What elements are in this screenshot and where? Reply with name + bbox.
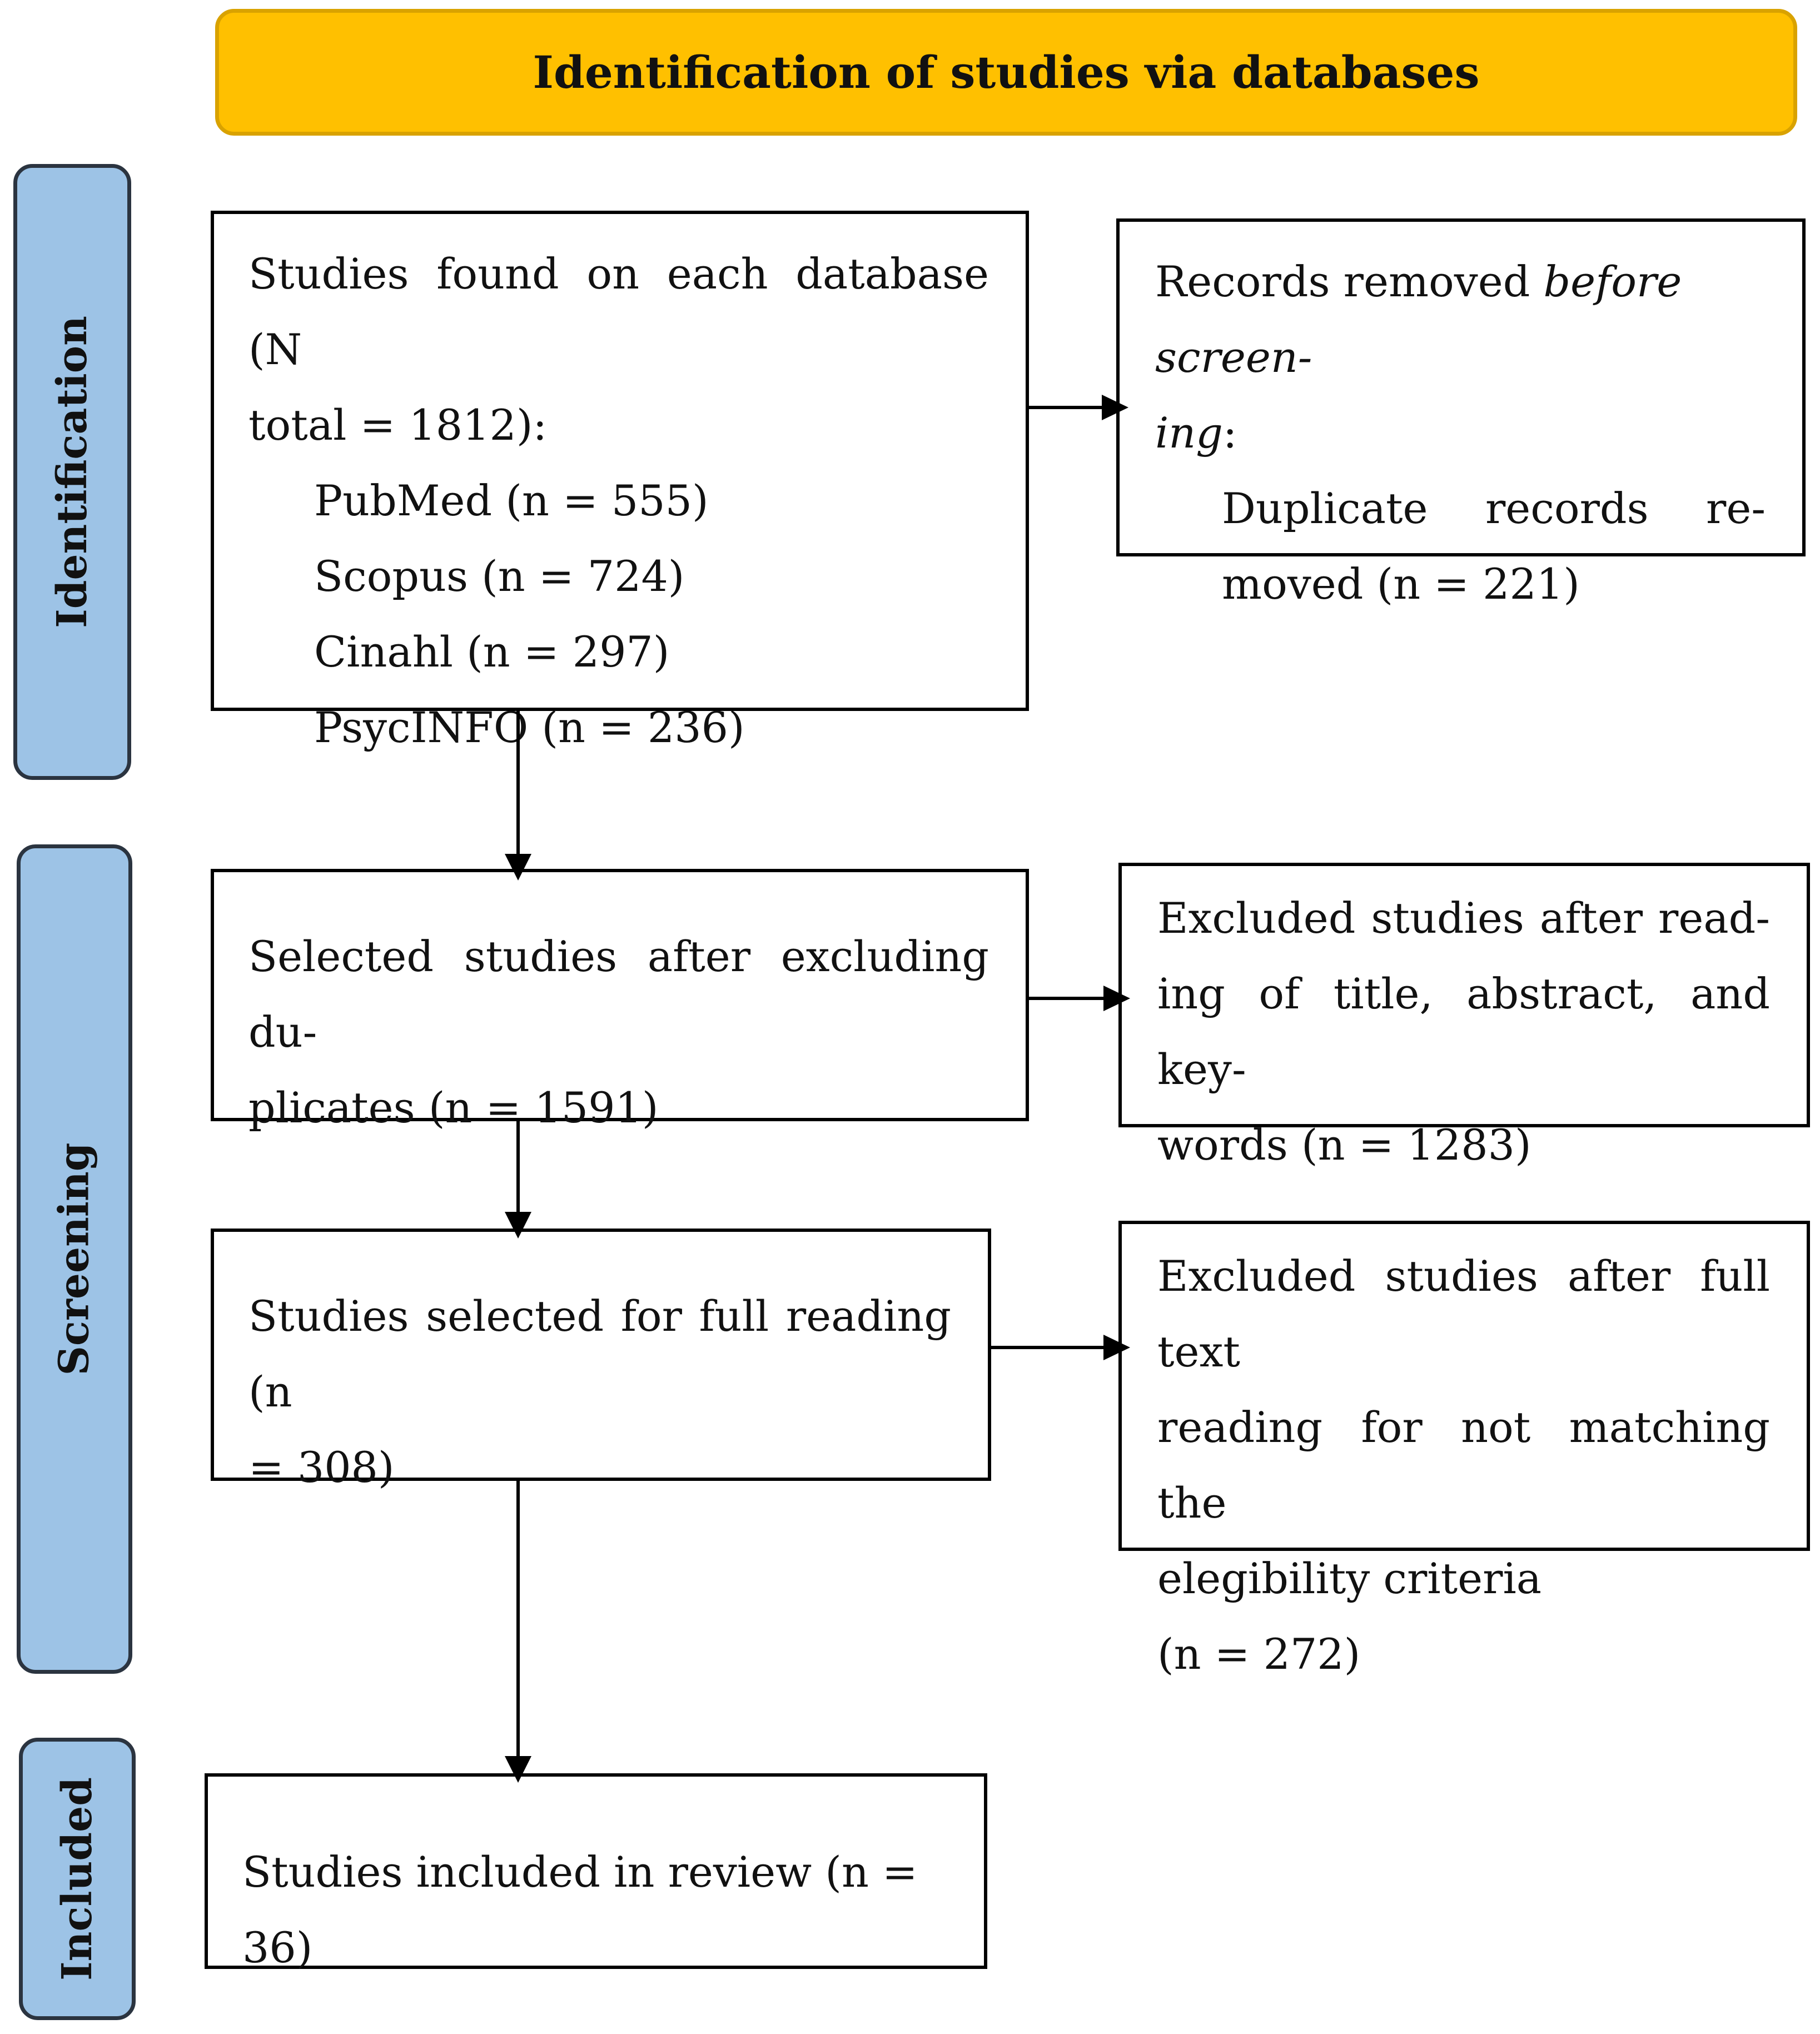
arrowhead-excluded-title [1103,986,1130,1011]
screening-box: Selected studies after excluding du- pli… [211,869,1029,1132]
phase-included: Included [19,1738,136,2020]
full-reading-box: Studies selected for full reading (n = 3… [211,1229,991,1492]
identification-box: Studies found on each database (N total … [211,211,1029,752]
arrowhead-full-reading [505,1212,531,1239]
full-reading-line-1: Studies selected for full reading (n [248,1291,951,1416]
identification-line-1: Studies found on each database (N [248,249,989,374]
phase-screening: Screening [17,844,132,1674]
records-removed-box: Records removed before screen- ing: Dupl… [1116,218,1806,609]
records-removed-line-3: Duplicate records re- [1222,484,1766,533]
excluded-title-box: Excluded studies after read- ing of titl… [1118,863,1810,1170]
arrowhead-included [505,1756,531,1783]
arrowhead-excluded-full [1103,1335,1130,1360]
excluded-full-box: Excluded studies after full text reading… [1118,1221,1810,1679]
excluded-full-line-2: reading for not matching the [1157,1403,1770,1528]
arrowhead-screening [505,854,531,881]
records-removed-line-1: Records removed before screen- [1155,244,1766,395]
excluded-full-line-1: Excluded studies after full text [1157,1251,1770,1376]
database-scopus: Scopus (n = 724) [314,551,685,601]
excluded-title-line-3: words (n = 1283) [1157,1120,1531,1170]
excluded-title-line-2: ing of title, abstract, and key- [1157,969,1770,1094]
screening-line-1: Selected studies after excluding du- [248,932,989,1057]
excluded-full-line-4: (n = 272) [1157,1629,1361,1679]
records-removed-lead-italic: before screen- [1155,257,1682,382]
included-text: Studies included in review (n = 36) [242,1847,918,1972]
identification-line-2: total = 1812): [248,400,548,450]
header-title: Identification of studies via databases [533,46,1480,98]
excluded-title-line-1: Excluded studies after read- [1157,893,1770,943]
database-psycinfo: PsycINFO (n = 236) [314,703,745,752]
records-removed-line-4: moved (n = 221) [1222,559,1580,609]
records-removed-lead: Records removed [1155,257,1544,306]
excluded-full-line-3: elegibility criteria [1157,1554,1542,1603]
phase-identification: Identification [13,164,131,780]
records-removed-line-2-italic: ing [1155,408,1223,457]
records-removed-line-2: ing: [1155,395,1766,471]
header-banner: Identification of studies via databases [215,9,1797,136]
screening-line-2: plicates (n = 1591) [248,1083,659,1132]
database-cinahl: Cinahl (n = 297) [314,627,670,677]
full-reading-line-2: = 308) [248,1443,395,1492]
records-removed-line-2-rest: : [1222,408,1237,457]
arrowhead-removed [1102,395,1128,420]
database-pubmed: PubMed (n = 555) [314,476,709,525]
included-box: Studies included in review (n = 36) [205,1773,987,1972]
